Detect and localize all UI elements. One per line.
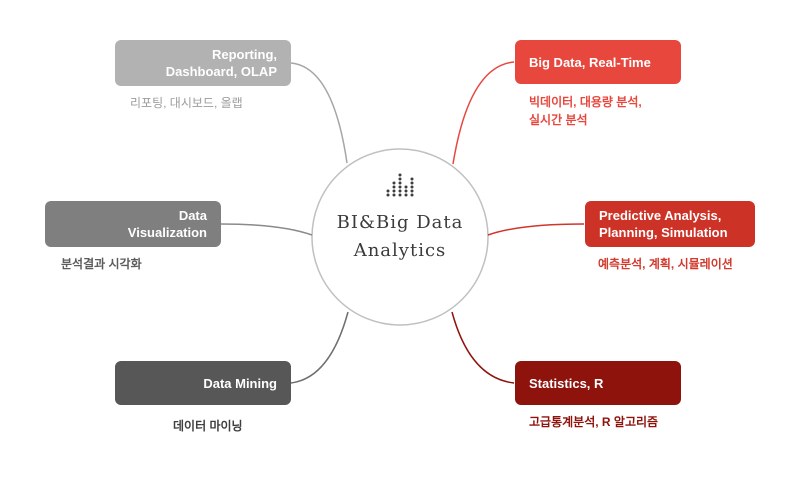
subtitle-visualization: 분석결과 시각화 <box>61 257 142 271</box>
node-reporting-dashboard-olap: Reporting, Dashboard, OLAP <box>115 40 291 86</box>
node-statistics-r: Statistics, R <box>515 361 681 405</box>
subtitle-bigdata: 빅데이터, 대용량 분석, 실시간 분석 <box>529 93 642 129</box>
connector-mining-line <box>290 311 349 384</box>
node-label-line: Big Data, Real-Time <box>529 54 651 70</box>
connector-bigdata-line <box>452 61 515 165</box>
node-label-line: Visualization <box>127 225 207 240</box>
center-title-line1: BI&Big Data <box>336 212 464 233</box>
connector-statistics-line <box>451 311 515 384</box>
subtitle-line: 예측분석, 계획, 시뮬레이션 <box>598 257 733 271</box>
subtitle-reporting: 리포팅, 대시보드, 올랩 <box>130 96 243 110</box>
node-label-line: Statistics, R <box>529 375 604 391</box>
subtitle-line: 빅데이터, 대용량 분석, <box>529 95 642 109</box>
subtitle-mining: 데이터 마이닝 <box>173 419 243 433</box>
subtitle-line: 실시간 분석 <box>529 113 588 127</box>
dotted-bar-chart-icon <box>384 172 416 198</box>
node-data-visualization: Data Visualization <box>45 201 221 247</box>
node-label-line: Data <box>178 208 207 223</box>
node-bigdata-realtime: Big Data, Real-Time <box>515 40 681 84</box>
subtitle-line: 고급통계분석, R 알고리즘 <box>529 415 659 429</box>
subtitle-statistics: 고급통계분석, R 알고리즘 <box>529 413 658 431</box>
connector-reporting-line <box>290 62 348 164</box>
node-label-line: Planning, Simulation <box>599 225 728 240</box>
node-data-mining: Data Mining <box>115 361 291 405</box>
node-label-line: Reporting, <box>212 47 277 62</box>
connector-predictive-line <box>487 223 585 236</box>
node-label-line: Predictive Analysis, <box>599 208 722 223</box>
node-label-line: Dashboard, OLAP <box>165 64 277 79</box>
connector-visualization-line <box>220 223 313 236</box>
node-label-line: Data Mining <box>203 375 277 391</box>
subtitle-predictive: 예측분석, 계획, 시뮬레이션 <box>598 255 733 273</box>
center-title-line2: Analytics <box>353 240 447 261</box>
node-predictive-planning-simulation: Predictive Analysis, Planning, Simulatio… <box>585 201 755 247</box>
